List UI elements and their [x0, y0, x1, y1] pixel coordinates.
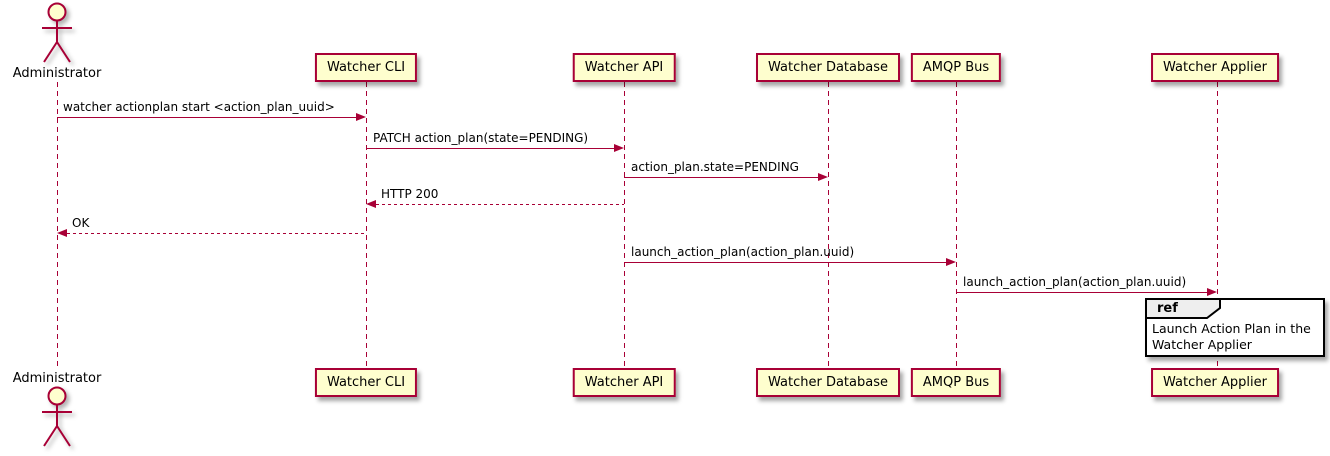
actor-label-bottom: Administrator — [12, 371, 102, 386]
message-label: launch_action_plan(action_plan.uuid) — [631, 245, 855, 259]
arrowhead-right-icon — [614, 144, 624, 152]
lifeline-watcher-applier — [1217, 82, 1218, 368]
message-label: PATCH action_plan(state=PENDING) — [373, 131, 589, 145]
participant-watcher-cli-bottom: Watcher CLI — [314, 368, 418, 397]
arrowhead-left-icon — [366, 200, 376, 208]
message-line — [376, 204, 624, 205]
participant-watcher-database-bottom: Watcher Database — [756, 368, 900, 397]
message-line — [366, 148, 614, 149]
lifeline-watcher-database — [828, 82, 829, 368]
participant-amqp-bus-top: AMQP Bus — [910, 53, 1002, 82]
lifeline-administrator — [57, 82, 58, 368]
actor-label-top: Administrator — [12, 66, 102, 81]
arrowhead-right-icon — [1207, 288, 1217, 296]
message-label: action_plan.state=PENDING — [631, 160, 799, 174]
participant-watcher-cli-top: Watcher CLI — [314, 53, 418, 82]
arrowhead-right-icon — [818, 173, 828, 181]
participant-watcher-database-top: Watcher Database — [756, 53, 900, 82]
ref-keyword: ref — [1157, 301, 1178, 316]
lifeline-amqp-bus — [956, 82, 957, 368]
lifeline-watcher-api — [624, 82, 625, 368]
message-line — [956, 292, 1207, 293]
ref-body-text: Launch Action Plan in the Watcher Applie… — [1152, 321, 1311, 352]
message-label: OK — [72, 216, 90, 230]
message-line — [624, 262, 946, 263]
participant-watcher-applier-bottom: Watcher Applier — [1151, 368, 1279, 397]
actor-icon — [42, 386, 72, 447]
participant-watcher-applier-top: Watcher Applier — [1151, 53, 1279, 82]
message-label: launch_action_plan(action_plan.uuid) — [963, 275, 1187, 289]
arrowhead-right-icon — [946, 258, 956, 266]
message-label: HTTP 200 — [381, 187, 439, 201]
message-line — [67, 233, 366, 234]
participant-watcher-api-top: Watcher API — [572, 53, 676, 82]
actor-icon — [42, 2, 72, 63]
ref-fragment: ref Launch Action Plan in the Watcher Ap… — [1145, 298, 1325, 357]
arrowhead-right-icon — [356, 113, 366, 121]
ref-tab-pentagon-icon — [1145, 298, 1221, 319]
lifeline-watcher-cli — [366, 82, 367, 368]
message-line — [57, 117, 356, 118]
message-label: watcher actionplan start <action_plan_uu… — [63, 100, 335, 114]
participant-watcher-api-bottom: Watcher API — [572, 368, 676, 397]
arrowhead-left-icon — [57, 229, 67, 237]
participant-amqp-bus-bottom: AMQP Bus — [910, 368, 1002, 397]
message-line — [624, 177, 818, 178]
